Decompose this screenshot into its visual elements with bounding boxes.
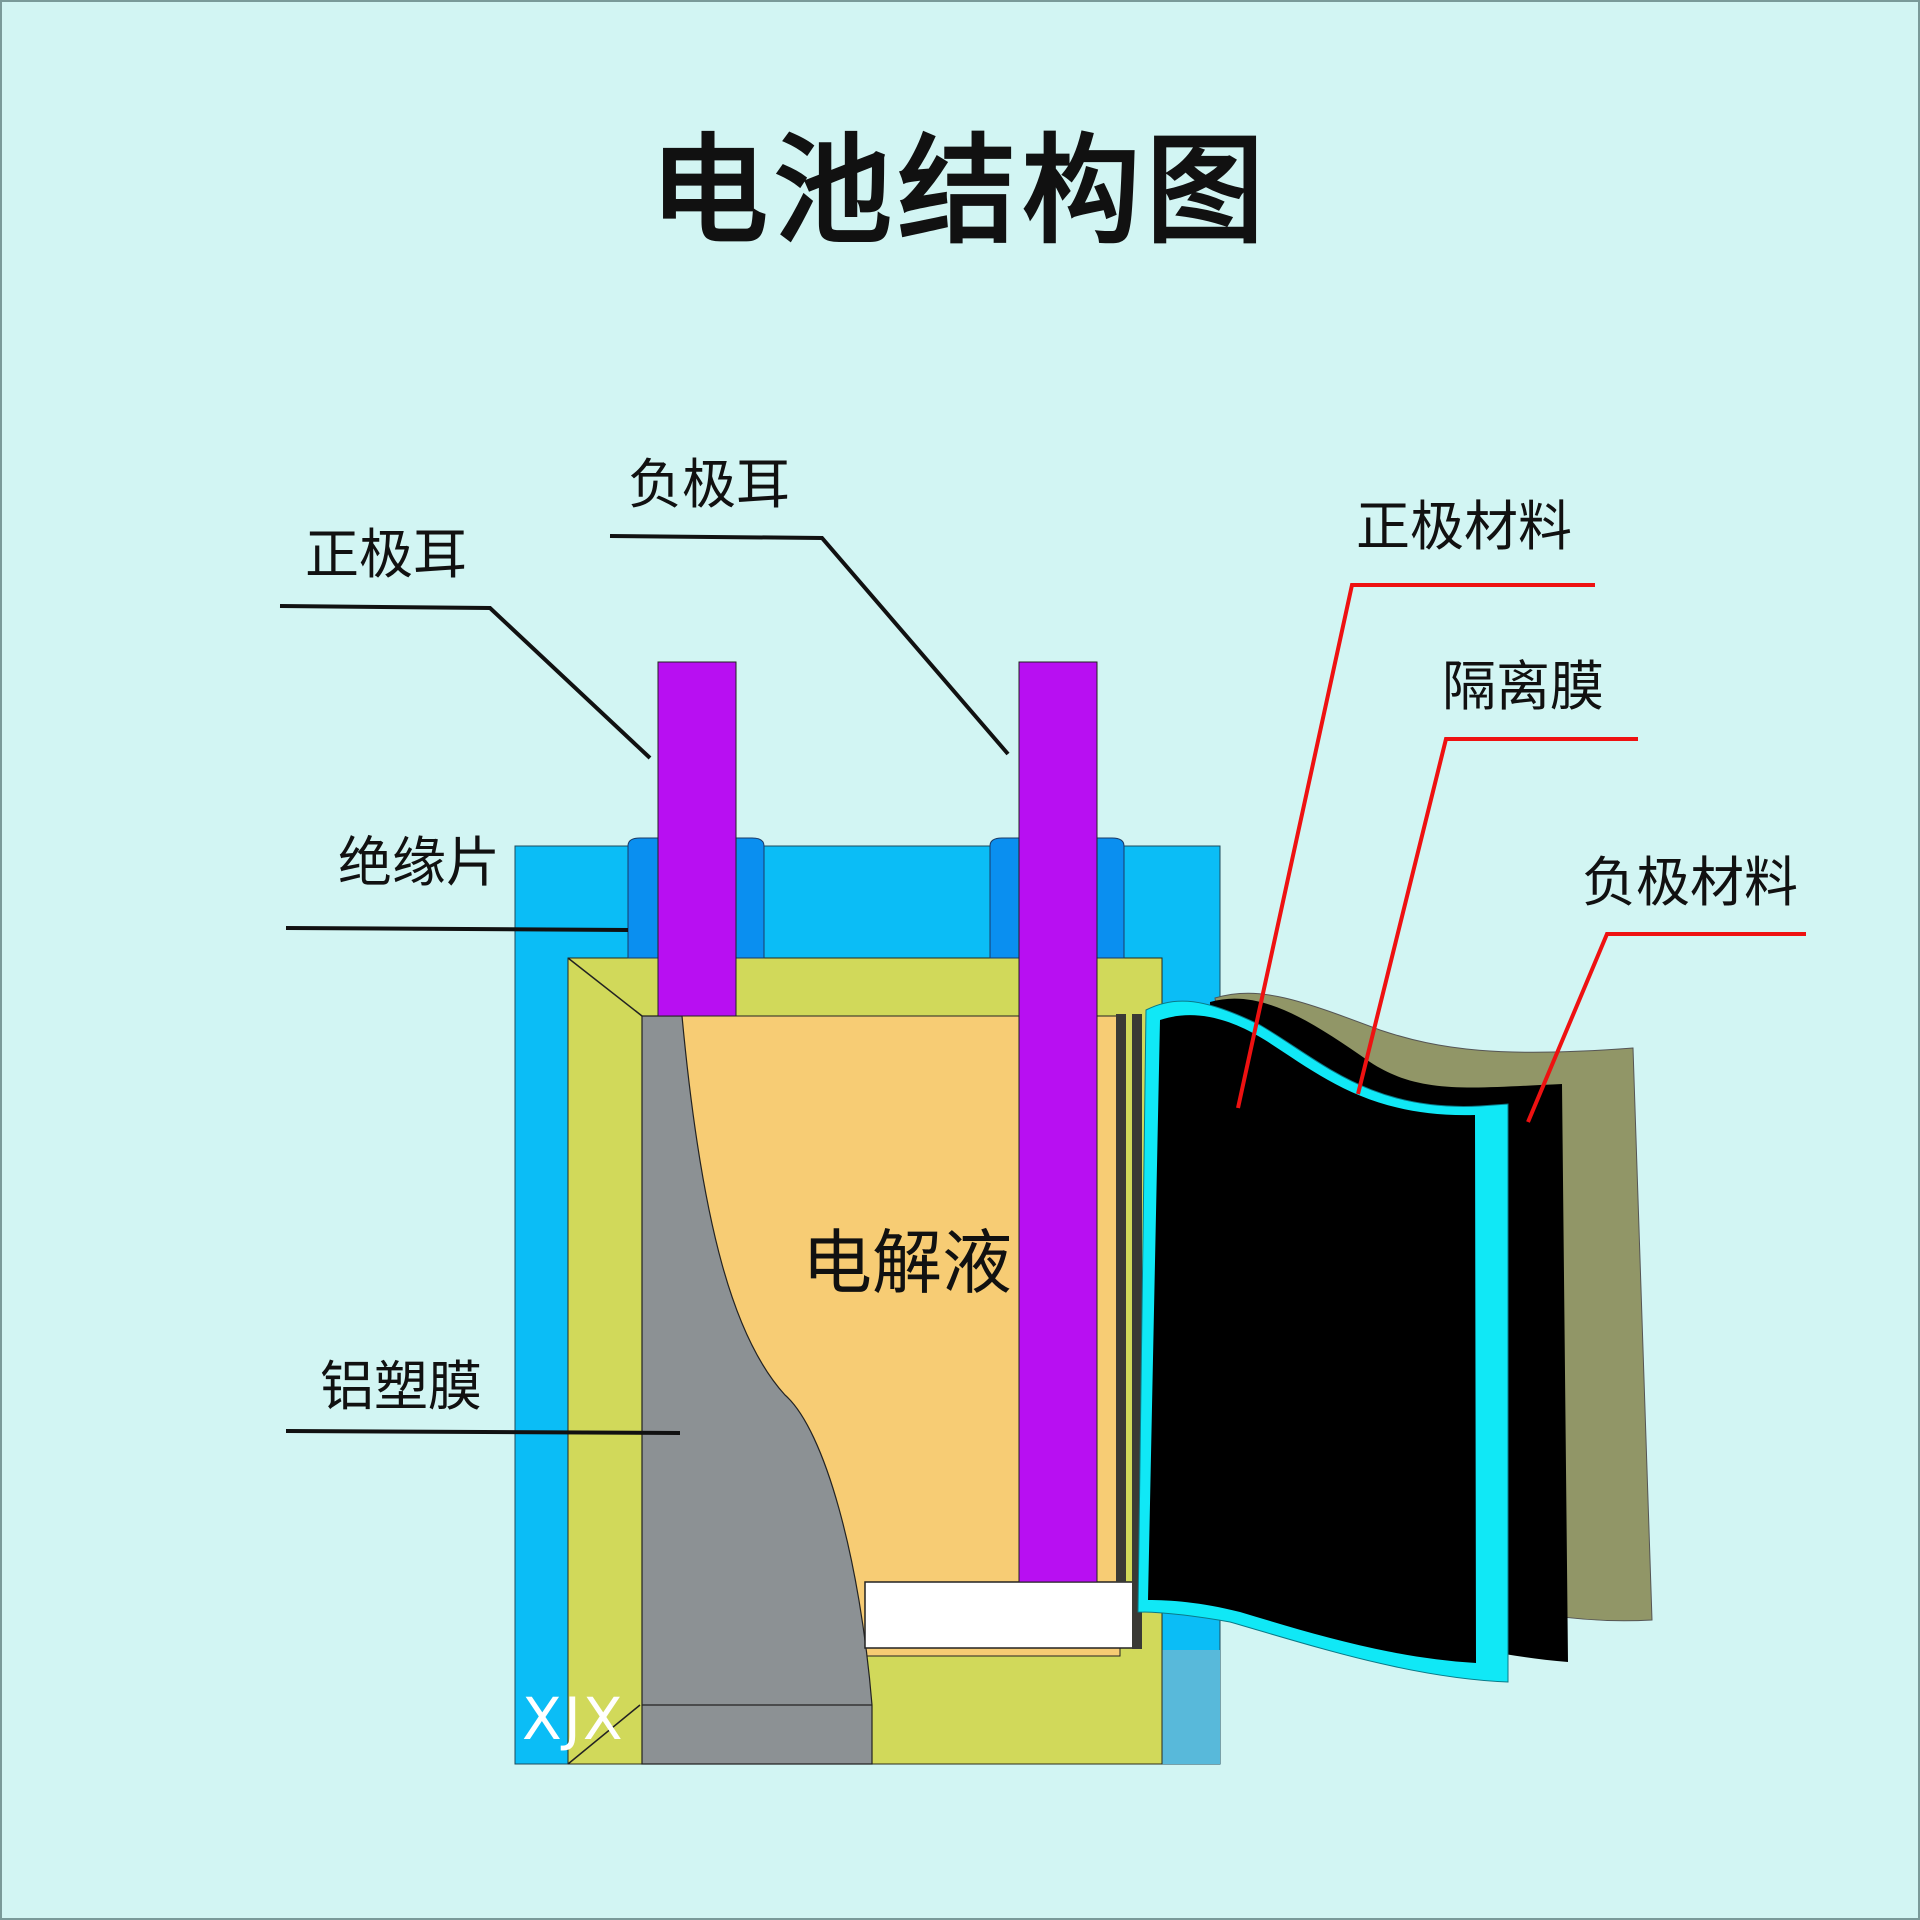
- label-negative-tab: 负极耳: [628, 453, 790, 516]
- leader-aluminum-plastic-film: [285, 1429, 681, 1435]
- negative-tab: [1018, 661, 1098, 1583]
- aluminum-plastic-film-shape: [641, 1015, 873, 1765]
- stack-strip-1: [1116, 1014, 1126, 1582]
- leader-separator: [1356, 737, 1638, 1095]
- inner-shell-corner-top: [567, 957, 643, 1017]
- page-title: 电池结构图: [649, 122, 1270, 260]
- label-insulation-sheet: 绝缘片: [338, 831, 500, 894]
- inner-shell-corner-bottom: [567, 1704, 641, 1765]
- label-positive-tab: 正极耳: [305, 523, 467, 586]
- leader-positive-tab: [279, 604, 652, 760]
- label-aluminum-plastic-film: 铝塑膜: [320, 1355, 482, 1418]
- bottom-plate: [864, 1581, 1134, 1649]
- label-separator: 隔离膜: [1442, 655, 1604, 718]
- positive-material-layer: [1148, 1015, 1476, 1663]
- label-negative-material: 负极材料: [1582, 851, 1798, 914]
- leader-negative-tab: [609, 534, 1010, 756]
- label-positive-material: 正极材料: [1356, 495, 1572, 558]
- label-electrolyte: 电解液: [802, 1222, 1012, 1304]
- positive-tab: [657, 661, 737, 1017]
- leader-positive-material: [1236, 583, 1595, 1109]
- watermark-text: XJX: [522, 1685, 625, 1753]
- stack-strip-2: [1132, 1014, 1142, 1649]
- leader-negative-material: [1526, 932, 1806, 1123]
- leader-insulation-sheet: [285, 926, 629, 932]
